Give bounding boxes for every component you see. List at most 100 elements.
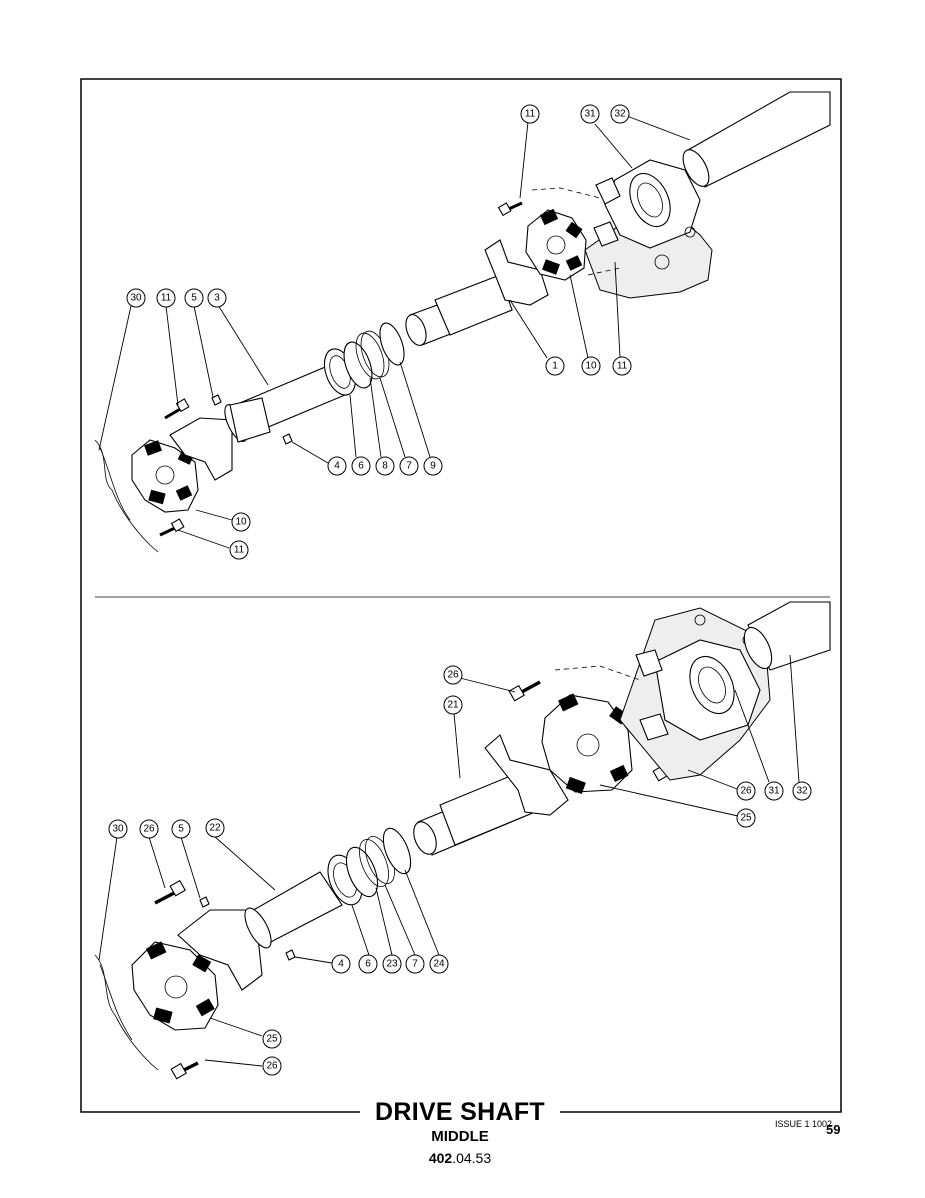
figure-subtitle: MIDDLE bbox=[431, 1128, 489, 1145]
callout-lower-16: 25 bbox=[262, 1029, 282, 1049]
splined-shaft-upper bbox=[405, 239, 549, 346]
figure-title: DRIVE SHAFT bbox=[360, 1098, 560, 1127]
callout-upper-8: 1 bbox=[545, 356, 565, 376]
callout-lower-4: 26 bbox=[139, 819, 159, 839]
callout-upper-10: 11 bbox=[612, 356, 632, 376]
callout-label: 4 bbox=[334, 461, 340, 472]
callout-label: 30 bbox=[130, 293, 142, 304]
seal-stack-lower bbox=[327, 827, 412, 906]
callout-label: 32 bbox=[614, 109, 626, 120]
callouts-upper: 11 31 32 30 11 5 3 1 10 11 4 6 8 7 9 bbox=[126, 104, 632, 560]
callout-label: 25 bbox=[266, 1034, 278, 1045]
bolt-11-upper-top bbox=[164, 398, 190, 420]
callout-label: 7 bbox=[406, 461, 412, 472]
callout-lower-2: 21 bbox=[443, 695, 463, 715]
callout-label: 10 bbox=[585, 361, 597, 372]
callout-lower-1: 26 bbox=[443, 665, 463, 685]
bolt-11-upper-right-top bbox=[497, 201, 523, 217]
callout-upper-16: 10 bbox=[231, 512, 251, 532]
callouts-lower: 26 21 30 26 5 22 26 31 32 25 4 6 23 7 24 bbox=[108, 665, 812, 1076]
figure-code-suffix: .04.53 bbox=[452, 1150, 492, 1166]
callout-upper-4: 30 bbox=[126, 288, 146, 308]
callout-lower-15: 24 bbox=[429, 954, 449, 974]
callout-label: 23 bbox=[386, 959, 398, 970]
callout-label: 21 bbox=[447, 700, 459, 711]
callout-lower-7: 26 bbox=[736, 781, 756, 801]
page-number: 59 bbox=[826, 1122, 841, 1137]
callout-lower-6: 22 bbox=[205, 818, 225, 838]
callout-lower-13: 23 bbox=[382, 954, 402, 974]
callout-label: 10 bbox=[235, 517, 247, 528]
splined-shaft-lower bbox=[413, 734, 569, 856]
callout-label: 8 bbox=[382, 461, 388, 472]
coupling-right-lower bbox=[541, 693, 633, 795]
callout-label: 30 bbox=[112, 824, 124, 835]
bolt-26-lower-bottom bbox=[170, 1061, 199, 1080]
callout-label: 3 bbox=[214, 293, 220, 304]
callout-upper-12: 6 bbox=[351, 456, 371, 476]
callout-label: 9 bbox=[430, 461, 436, 472]
callout-label: 11 bbox=[161, 293, 172, 304]
callout-label: 26 bbox=[447, 670, 459, 681]
callout-lower-17: 26 bbox=[262, 1056, 282, 1076]
callout-label: 22 bbox=[209, 823, 221, 834]
callout-label: 26 bbox=[266, 1061, 278, 1072]
bolt-11-upper-bottom bbox=[159, 518, 185, 537]
yoke-lower bbox=[177, 909, 263, 991]
callout-label: 31 bbox=[768, 786, 780, 797]
figure-code-section: 402 bbox=[428, 1150, 453, 1166]
coupling-right-upper bbox=[525, 208, 587, 281]
callout-upper-3: 32 bbox=[610, 104, 630, 124]
callout-upper-9: 10 bbox=[581, 356, 601, 376]
bolt-26-lower-right-top bbox=[508, 680, 541, 702]
callout-upper-2: 31 bbox=[580, 104, 600, 124]
callout-label: 24 bbox=[433, 959, 445, 970]
propeller-shaft-upper bbox=[682, 91, 831, 188]
leader-lines bbox=[98, 115, 800, 1067]
callout-upper-17: 11 bbox=[229, 540, 249, 560]
callout-lower-9: 32 bbox=[792, 781, 812, 801]
bolt-26-lower-top bbox=[154, 879, 186, 905]
lower-view bbox=[94, 601, 831, 1080]
center-bearing-lower bbox=[554, 607, 771, 781]
callout-upper-5: 11 bbox=[156, 288, 176, 308]
callout-upper-15: 9 bbox=[423, 456, 443, 476]
axle-housing-upper bbox=[94, 439, 159, 553]
axle-housing-lower bbox=[94, 954, 159, 1071]
callout-label: 25 bbox=[740, 813, 752, 824]
upper-view bbox=[94, 91, 831, 553]
callout-upper-14: 7 bbox=[399, 456, 419, 476]
callout-upper-6: 5 bbox=[184, 288, 204, 308]
callout-label: 1 bbox=[552, 361, 558, 372]
coupling-left-upper bbox=[131, 439, 233, 521]
callout-label: 6 bbox=[358, 461, 364, 472]
callout-lower-8: 31 bbox=[764, 781, 784, 801]
callout-upper-13: 8 bbox=[375, 456, 395, 476]
callout-label: 5 bbox=[178, 824, 184, 835]
callout-label: 4 bbox=[338, 959, 344, 970]
propeller-shaft-lower bbox=[743, 601, 831, 671]
callout-label: 5 bbox=[191, 293, 197, 304]
callout-lower-10: 25 bbox=[736, 808, 756, 828]
callout-lower-14: 7 bbox=[405, 954, 425, 974]
yoke-upper bbox=[169, 417, 233, 481]
callout-upper-7: 3 bbox=[207, 288, 227, 308]
callout-lower-12: 6 bbox=[358, 954, 378, 974]
callout-lower-3: 30 bbox=[108, 819, 128, 839]
callout-label: 26 bbox=[740, 786, 752, 797]
callout-label: 6 bbox=[365, 959, 371, 970]
callout-upper-1: 11 bbox=[520, 104, 540, 124]
callout-label: 31 bbox=[584, 109, 596, 120]
callout-label: 7 bbox=[412, 959, 418, 970]
coupling-left-lower bbox=[131, 941, 219, 1031]
callout-label: 32 bbox=[796, 786, 808, 797]
figure-code: 402.04.53 bbox=[360, 1150, 560, 1166]
callout-label: 11 bbox=[234, 545, 245, 556]
callout-label: 26 bbox=[143, 824, 155, 835]
callout-lower-11: 4 bbox=[331, 954, 351, 974]
callout-label: 11 bbox=[525, 109, 536, 120]
callout-lower-5: 5 bbox=[171, 819, 191, 839]
issue-label: ISSUE 1 1002 bbox=[775, 1119, 833, 1129]
seal-stack-upper bbox=[323, 322, 405, 396]
